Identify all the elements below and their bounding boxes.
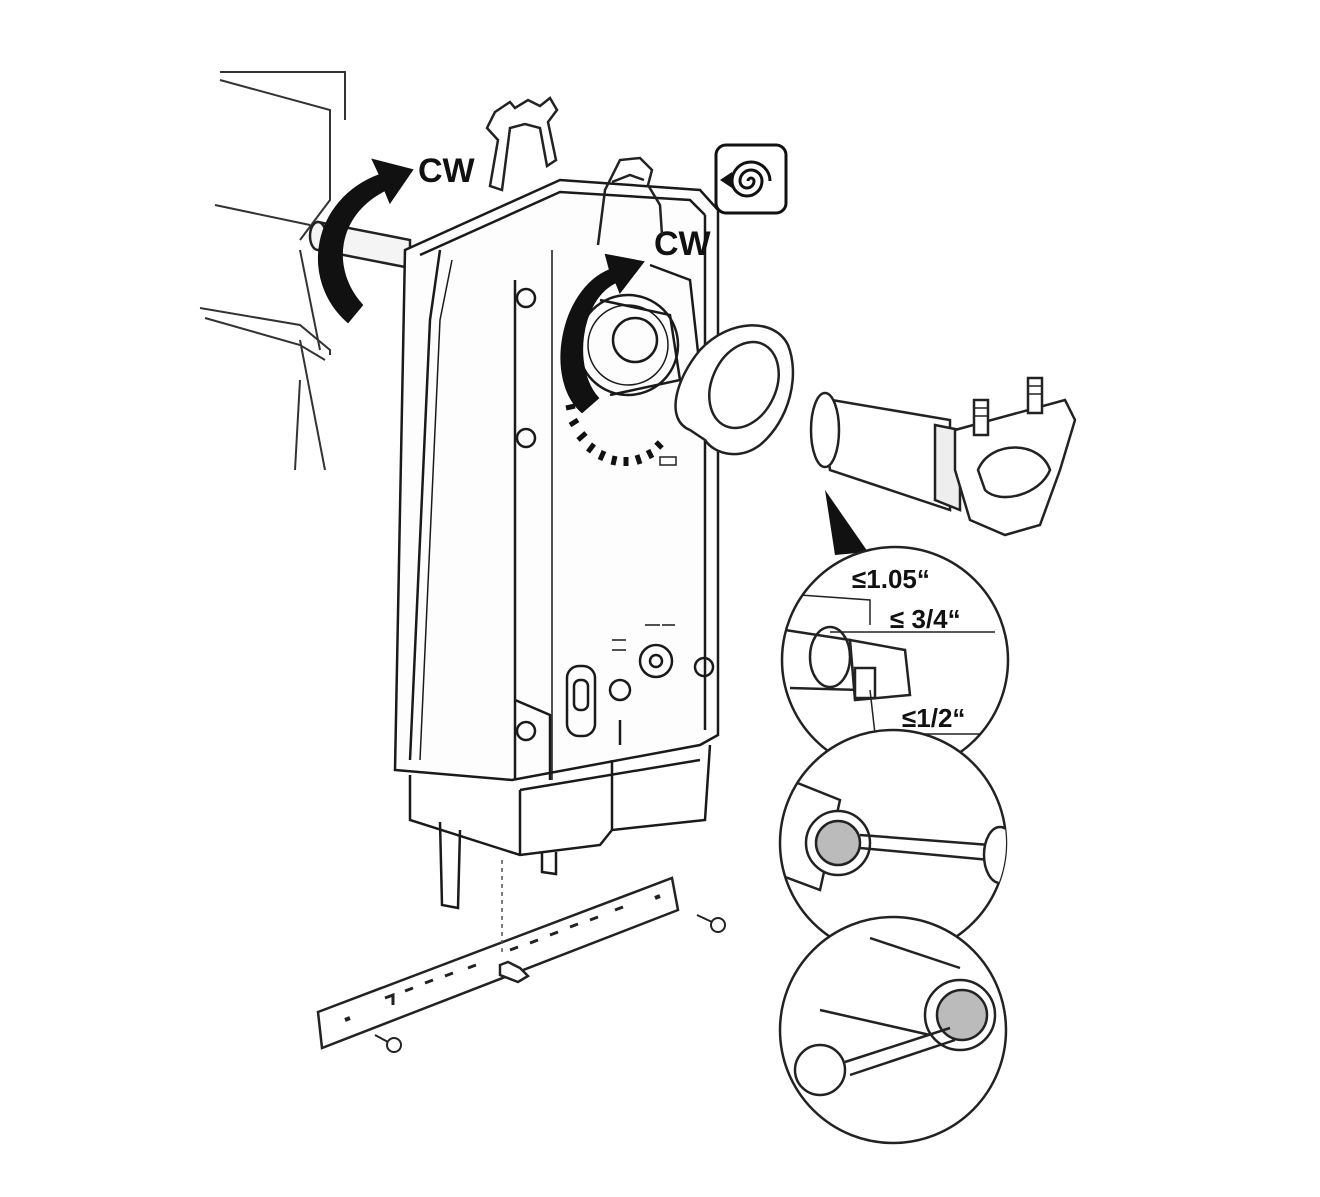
retaining-clip — [485, 96, 559, 192]
anti-rotation-clip — [596, 156, 664, 246]
damper-rotation-arrow — [317, 158, 414, 324]
position-scale — [565, 403, 664, 466]
adapter-ring — [674, 324, 795, 456]
actuator-body — [393, 178, 720, 910]
detail-callout-pointer — [825, 490, 868, 555]
clamp-rotation-arrow — [560, 253, 645, 414]
detail-circle-tightening — [778, 728, 1008, 958]
scale-marker — [659, 456, 677, 466]
damper-blades — [199, 71, 346, 471]
bracket-screw-right — [696, 914, 726, 933]
mounting-bracket — [316, 876, 680, 1050]
damper-cw-label: CW — [418, 152, 476, 190]
dim-min-length: ≤1/2“ — [902, 703, 965, 733]
dim-max-diameter: ≤1.05“ — [852, 564, 930, 594]
detail-circle-dimensions: ≤1.05“ ≤ 3/4“ ≤1/2“ — [780, 545, 1010, 775]
spring-return-icon — [714, 143, 788, 215]
clamp-cw-label: CW — [654, 225, 712, 263]
dim-max-square: ≤ 3/4“ — [890, 604, 961, 634]
bracket-screw-left — [374, 1034, 402, 1053]
detail-circle-insertion — [778, 915, 1008, 1145]
shaft-with-clamp — [809, 376, 1077, 537]
